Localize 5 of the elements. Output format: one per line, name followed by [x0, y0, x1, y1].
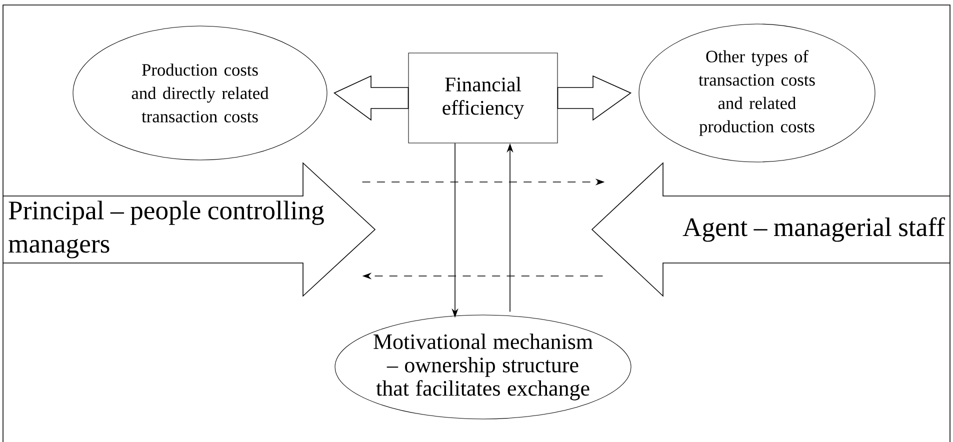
pointer-panel: Principal – people controlling managers: [2, 162, 376, 297]
block-arrow: [557, 75, 632, 121]
process-box: Financial efficiency: [408, 52, 558, 144]
block-arrow: [334, 75, 409, 121]
pointer-panel: Agent – managerial staff: [591, 162, 950, 297]
